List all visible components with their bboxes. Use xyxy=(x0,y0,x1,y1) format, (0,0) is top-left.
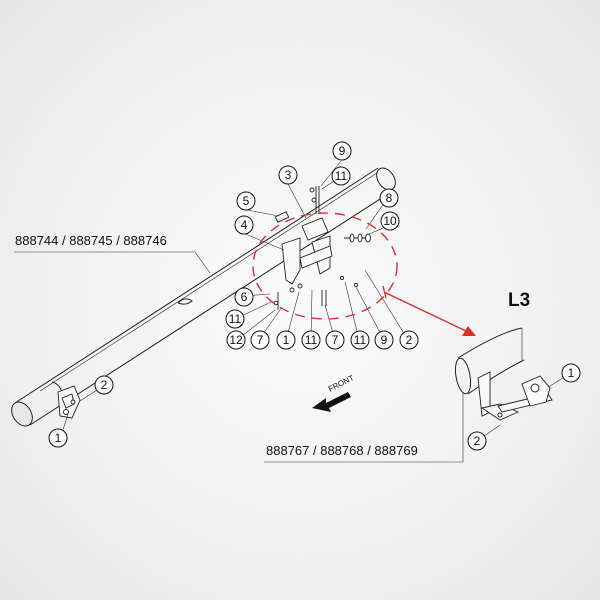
svg-text:5: 5 xyxy=(243,194,250,208)
svg-text:2: 2 xyxy=(474,434,481,448)
callout: 1 xyxy=(48,428,68,448)
svg-text:4: 4 xyxy=(241,218,248,232)
svg-text:11: 11 xyxy=(229,312,242,326)
variant-tube xyxy=(454,327,525,395)
svg-text:7: 7 xyxy=(257,333,264,347)
callout: 7 xyxy=(325,330,345,350)
callout: 11 xyxy=(331,166,351,186)
callout: 2 xyxy=(94,375,114,395)
callout: 9 xyxy=(332,141,352,161)
callout: 3 xyxy=(278,165,298,185)
svg-text:2: 2 xyxy=(406,333,413,347)
callout: 5 xyxy=(236,191,256,211)
callout: 8 xyxy=(379,188,399,208)
svg-text:12: 12 xyxy=(229,333,243,347)
callout: 4 xyxy=(234,215,254,235)
center-clamp-assembly xyxy=(273,186,371,310)
roof-bar-tube xyxy=(11,167,396,427)
variant-label: L3 xyxy=(508,290,530,311)
callout: 12 xyxy=(226,330,246,350)
svg-text:1: 1 xyxy=(55,431,62,445)
front-arrow-icon xyxy=(312,392,351,412)
callout: 7 xyxy=(250,330,270,350)
svg-text:10: 10 xyxy=(383,214,397,228)
leader-lines xyxy=(14,160,570,463)
callout: 11 xyxy=(350,330,370,350)
callout: 6 xyxy=(234,287,254,307)
svg-text:6: 6 xyxy=(241,290,248,304)
svg-text:7: 7 xyxy=(332,333,339,347)
svg-text:2: 2 xyxy=(101,378,108,392)
svg-text:9: 9 xyxy=(339,144,346,158)
detail-arrowhead xyxy=(462,326,476,336)
callout: 11 xyxy=(225,309,245,329)
callout: 10 xyxy=(380,211,400,231)
callout: 1 xyxy=(276,330,296,350)
detail-indicator xyxy=(252,212,476,336)
callout: 2 xyxy=(467,431,487,451)
main-part-numbers: 888744 / 888745 / 888746 xyxy=(15,233,167,248)
callout: 9 xyxy=(374,330,394,350)
callout: 1 xyxy=(561,363,581,383)
svg-text:11: 11 xyxy=(354,333,367,347)
svg-text:11: 11 xyxy=(305,333,318,347)
svg-text:8: 8 xyxy=(386,191,393,205)
variant-bracket xyxy=(477,371,553,421)
svg-text:1: 1 xyxy=(568,366,575,380)
variant-part-numbers: 888767 / 888768 / 888769 xyxy=(266,443,418,458)
front-label: FRONT xyxy=(327,373,356,394)
svg-text:3: 3 xyxy=(285,168,292,182)
callout: 11 xyxy=(301,330,321,350)
callout-group: 9 11 3 5 8 4 10 6 11 12 7 1 11 7 11 9 2 … xyxy=(48,141,581,451)
callout: 2 xyxy=(399,330,419,350)
svg-text:1: 1 xyxy=(283,333,290,347)
svg-text:9: 9 xyxy=(381,333,388,347)
front-direction-indicator: FRONT xyxy=(312,373,356,412)
end-bracket-left xyxy=(57,385,81,419)
svg-text:11: 11 xyxy=(335,169,348,183)
